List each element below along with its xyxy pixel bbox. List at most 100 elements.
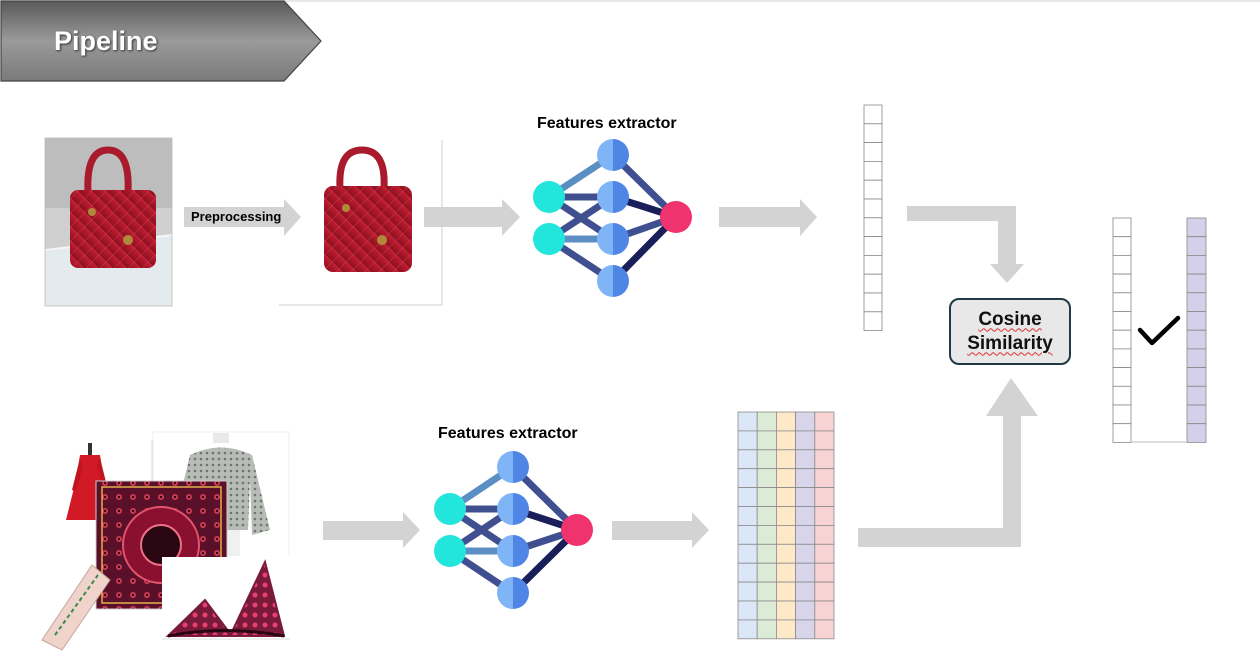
vector-cell xyxy=(863,236,883,256)
vector-cell xyxy=(737,411,758,432)
vector-cell xyxy=(795,581,816,602)
vector-cell xyxy=(795,562,816,583)
vector-cell xyxy=(863,179,883,200)
vector-cell xyxy=(795,449,816,470)
vector-cell xyxy=(737,619,758,640)
preprocessing-label: Preprocessing xyxy=(191,209,282,224)
vector-cell xyxy=(1186,236,1207,256)
vector-cell xyxy=(814,449,835,470)
vector-cell xyxy=(1112,254,1132,275)
vector-cell xyxy=(756,619,777,640)
vector-cell xyxy=(756,487,777,507)
vector-cell xyxy=(737,562,758,583)
vector-cell xyxy=(814,619,835,640)
checkmark-icon xyxy=(1137,315,1181,346)
vector-cell xyxy=(776,543,797,564)
vector-cell xyxy=(756,468,777,489)
vector-cell xyxy=(776,449,797,470)
vector-cell xyxy=(776,600,797,621)
vector-cell xyxy=(737,525,758,545)
preprocessed-handbag xyxy=(279,140,443,306)
vector-cell xyxy=(1112,311,1132,331)
arrow-vector-to-cosine xyxy=(907,206,1024,283)
vector-cell xyxy=(1112,217,1132,238)
vector-cell xyxy=(776,525,797,545)
vector-cell xyxy=(795,430,816,451)
similarity-label: Similarity xyxy=(967,332,1053,354)
vector-cell xyxy=(756,562,777,583)
cosine-similarity-box: Cosine Similarity xyxy=(949,298,1071,365)
vector-cell xyxy=(776,581,797,602)
vector-cell xyxy=(863,160,883,181)
vector-cell xyxy=(737,506,758,526)
vector-cell xyxy=(863,198,883,219)
vector-cell xyxy=(1112,236,1132,256)
vector-cell xyxy=(795,411,816,432)
vector-cell xyxy=(814,468,835,489)
vector-cell xyxy=(756,449,777,470)
vector-cell xyxy=(814,487,835,507)
vector-cell xyxy=(1112,348,1132,368)
vector-cell xyxy=(737,468,758,489)
vector-cell xyxy=(1112,273,1132,294)
vector-cell xyxy=(737,449,758,470)
vector-cell xyxy=(863,104,883,125)
preprocessing-arrow xyxy=(184,199,301,236)
features-extractor-label-bottom: Features extractor xyxy=(438,425,578,442)
vector-cell xyxy=(1186,348,1207,368)
vector-cell xyxy=(795,600,816,621)
page-title: Pipeline xyxy=(54,26,158,56)
vector-cell xyxy=(776,487,797,507)
vector-cell xyxy=(863,142,883,162)
arrow-to-extractor-bottom xyxy=(323,512,420,548)
feature-matrix-catalog xyxy=(737,411,835,640)
vector-cell xyxy=(814,543,835,564)
vector-cell xyxy=(737,581,758,602)
arrow-to-matrix xyxy=(612,512,709,548)
vector-cell xyxy=(814,562,835,583)
vector-cell xyxy=(863,273,883,294)
vector-cell xyxy=(1186,311,1207,331)
product-collage xyxy=(41,431,290,651)
vector-cell xyxy=(1112,385,1132,406)
vector-cell xyxy=(795,487,816,507)
vector-cell xyxy=(756,411,777,432)
vector-cell xyxy=(776,468,797,489)
features-extractor-label-top: Features extractor xyxy=(537,115,677,132)
result-vectors xyxy=(1112,217,1207,443)
vector-cell xyxy=(1186,423,1207,443)
cosine-label: Cosine xyxy=(978,308,1042,330)
vector-cell xyxy=(863,123,883,144)
vector-cell xyxy=(756,506,777,526)
vector-cell xyxy=(1186,254,1207,275)
vector-cell xyxy=(776,506,797,526)
vector-cell xyxy=(1186,404,1207,425)
vector-cell xyxy=(795,468,816,489)
vector-cell xyxy=(1186,292,1207,312)
vector-cell xyxy=(737,543,758,564)
vector-cell xyxy=(756,581,777,602)
vector-cell xyxy=(795,506,816,526)
arrow-to-vector-top xyxy=(719,199,817,236)
vector-cell xyxy=(814,411,835,432)
vector-cell xyxy=(1186,273,1207,294)
vector-cell xyxy=(814,600,835,621)
vector-cell xyxy=(737,600,758,621)
vector-cell xyxy=(795,543,816,564)
vector-cell xyxy=(776,430,797,451)
vector-cell xyxy=(814,581,835,602)
feature-vector-query xyxy=(863,104,883,331)
vector-cell xyxy=(1186,329,1207,350)
vector-cell xyxy=(776,562,797,583)
vector-cell xyxy=(814,506,835,526)
vector-cell xyxy=(863,254,883,275)
vector-cell xyxy=(863,292,883,313)
vector-cell xyxy=(1112,367,1132,387)
vector-cell xyxy=(814,430,835,451)
vector-cell xyxy=(776,411,797,432)
vector-cell xyxy=(776,619,797,640)
vector-cell xyxy=(756,543,777,564)
vector-cell xyxy=(756,430,777,451)
vector-cell xyxy=(1186,217,1207,238)
